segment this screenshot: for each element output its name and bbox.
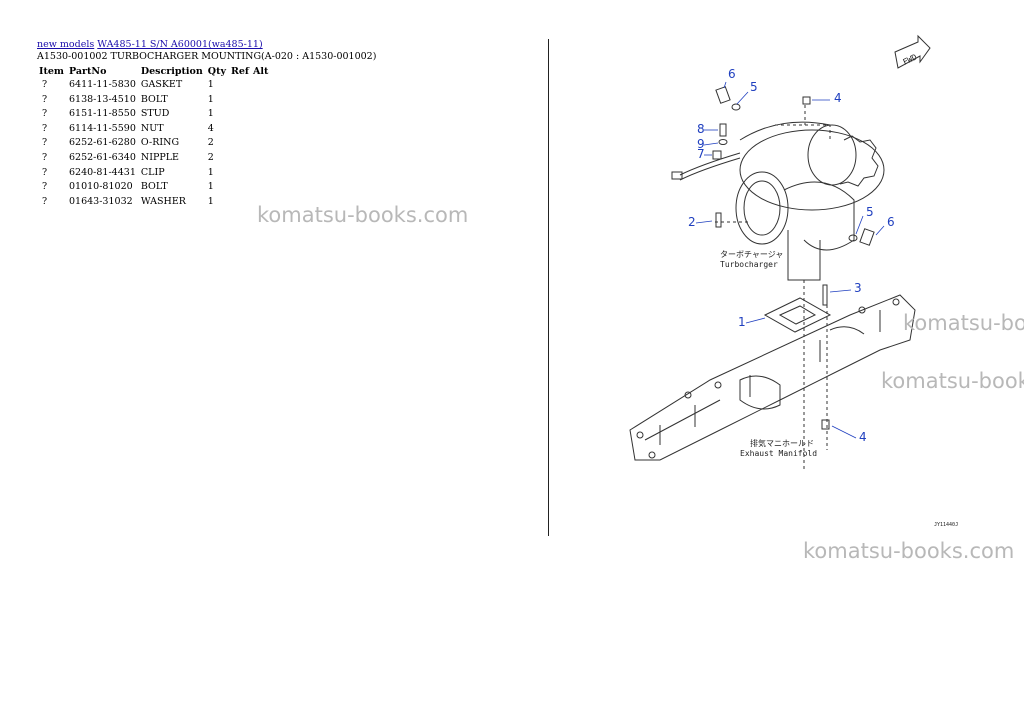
cell-description: NIPPLE (140, 151, 179, 163)
cell-description: BOLT (140, 93, 168, 105)
callout-number: 1 (738, 315, 746, 329)
cell-partno: 6411-11-5830 (69, 79, 136, 90)
fwd-label: FWD (901, 52, 918, 66)
table-header-row: Item PartNo Description Qty Ref Alt (37, 65, 271, 78)
col-header-description: Description (140, 66, 203, 77)
parts-table: Item PartNo Description Qty Ref Alt ? 641… (37, 65, 271, 209)
callout-number: 7 (697, 147, 705, 161)
cell-description: GASKET (140, 79, 183, 90)
callout-number: 4 (834, 91, 842, 105)
cell-qty: 1 (207, 195, 214, 207)
callout-number: 2 (688, 215, 696, 229)
cell-partno: 01643-31032 (69, 195, 133, 207)
turbo-en-label: Turbocharger (720, 260, 778, 269)
sensor-cable-drawing (671, 86, 875, 430)
cell-partno: 6252-61-6340 (69, 151, 136, 163)
breadcrumb: new models WA485-11 S/N A60001(wa485-11) (37, 39, 537, 51)
manifold-en-label: Exhaust Manifold (740, 449, 817, 458)
callout-number: 6 (728, 67, 736, 81)
cell-qty: 1 (207, 181, 214, 193)
table-row: ? 6151-11-8550 STUD 1 (37, 107, 271, 122)
table-row: ? 6240-81-4431 CLIP 1 (37, 166, 271, 181)
cell-item: ? (42, 122, 48, 134)
leader-lines (715, 105, 831, 470)
callout-leader (875, 225, 885, 236)
gasket-drawing (763, 297, 832, 333)
cell-description: O-RING (140, 137, 180, 149)
callout-number: 4 (859, 430, 867, 444)
cell-qty: 1 (207, 166, 214, 178)
cell-qty: 2 (207, 151, 214, 163)
cell-partno: 6114-11-5590 (69, 122, 136, 134)
callout-number: 5 (750, 80, 758, 94)
callout-number: 8 (697, 122, 705, 136)
table-row: ? 6411-11-5830 GASKET 1 (37, 78, 271, 93)
cell-description: WASHER (140, 195, 186, 207)
watermark: komatsu-books.com (257, 203, 469, 227)
callout-leader (723, 81, 727, 89)
cell-item: ? (42, 166, 48, 178)
cell-item: ? (42, 195, 48, 207)
table-row: ? 6252-61-6280 O-RING 2 (37, 136, 271, 151)
cell-description: STUD (140, 108, 170, 120)
breadcrumb-model-link[interactable]: WA485-11 S/N A60001(wa485-11) (97, 39, 263, 50)
cell-qty: 2 (207, 137, 214, 149)
cell-item: ? (42, 93, 48, 105)
cell-partno: 6252-61-6280 (69, 137, 136, 149)
cell-item: ? (42, 108, 48, 120)
cell-item: ? (42, 79, 48, 90)
table-row: ? 6138-13-4510 BOLT 1 (37, 93, 271, 108)
parts-list-panel: new models WA485-11 S/N A60001(wa485-11)… (37, 39, 537, 209)
turbo-jp-label: ターボチャージャ (720, 250, 783, 259)
table-row: ? 01643-31032 WASHER 1 (37, 195, 271, 210)
cell-partno: 6151-11-8550 (69, 108, 136, 120)
callout-number: 9 (697, 137, 705, 151)
col-header-item: Item (39, 66, 64, 77)
col-header-partno: PartNo (69, 66, 107, 77)
cell-item: ? (42, 137, 48, 149)
cell-partno: 6240-81-4431 (69, 166, 136, 178)
cell-qty: 1 (207, 93, 214, 105)
cell-item: ? (42, 151, 48, 163)
callout-leader (831, 425, 857, 439)
exhaust-manifold-drawing (629, 294, 916, 461)
cell-description: CLIP (140, 166, 165, 178)
watermark: komatsu-books.com (903, 311, 1024, 335)
cell-description: NUT (140, 122, 164, 134)
watermark: komatsu-books.com (803, 539, 1015, 563)
page-title: A1530-001002 TURBOCHARGER MOUNTING(A-020… (37, 51, 377, 62)
cell-qty: 1 (207, 79, 214, 90)
table-row: ? 6114-11-5590 NUT 4 (37, 122, 271, 137)
callout-number: 5 (866, 205, 874, 219)
vertical-divider (548, 39, 549, 536)
col-header-ref: Ref (230, 66, 250, 77)
table-row: ? 6252-61-6340 NIPPLE 2 (37, 151, 271, 166)
breadcrumb-new-models-link[interactable]: new models (37, 39, 95, 50)
cell-item: ? (42, 181, 48, 193)
col-header-alt: Alt (253, 66, 269, 77)
callout-leader (855, 215, 864, 235)
table-row: ? 01010-81020 BOLT 1 (37, 180, 271, 195)
callout-leader (695, 220, 713, 224)
turbocharger-drawing (735, 121, 885, 281)
callout-leader (745, 317, 766, 324)
callout-leader (703, 142, 719, 146)
callout-number: 6 (887, 215, 895, 229)
callout-leader (829, 289, 852, 293)
cell-partno: 01010-81020 (69, 181, 133, 193)
col-header-qty: Qty (207, 66, 226, 77)
callout-number: 3 (854, 281, 862, 295)
callout-leader (736, 91, 749, 105)
manifold-jp-label: 排気マニホールド (750, 438, 814, 448)
drawing-code: JY11440J (934, 522, 958, 528)
watermark: komatsu-books.com (881, 369, 1024, 393)
cell-qty: 4 (207, 122, 214, 134)
fwd-arrow-icon (894, 34, 931, 69)
cell-qty: 1 (207, 108, 214, 120)
cell-partno: 6138-13-4510 (69, 93, 136, 105)
cell-description: BOLT (140, 181, 168, 193)
